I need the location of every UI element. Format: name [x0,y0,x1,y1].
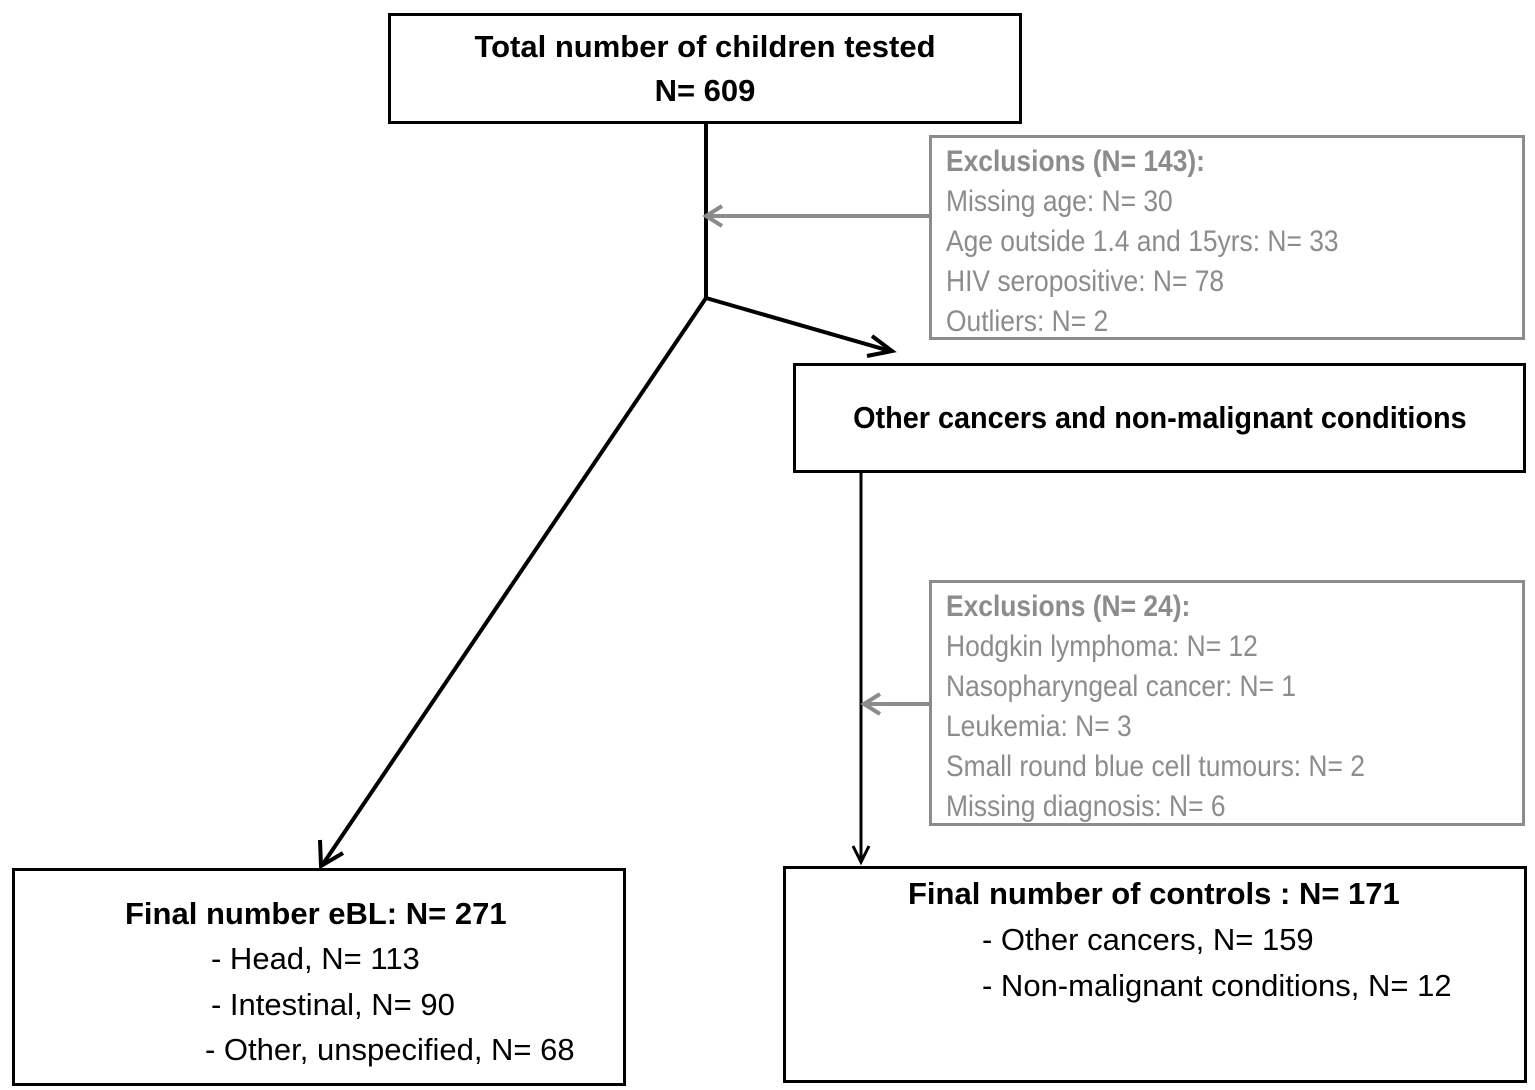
exclusion1-arrow [702,204,929,228]
controls-item: - Other cancers, N= 159 [982,922,1314,957]
controls-heading: Final number of controls : N= 171 [908,871,1400,917]
total-children-box: Total number of children tested N= 609 [388,13,1022,124]
exclusions-box-2: Exclusions (N= 24): Hodgkin lymphoma: N=… [929,580,1525,826]
other-conditions-title: Other cancers and non-malignant conditio… [852,400,1467,435]
exclusions1-title: Exclusions (N= 143): [946,145,1205,178]
exclusions2-item: Small round blue cell tumours: N= 2 [946,750,1365,783]
exclusions1-item: HIV seropositive: N= 78 [946,265,1225,298]
exclusions1-item: Missing age: N= 30 [946,185,1173,218]
exclusions-box-1: Exclusions (N= 143): Missing age: N= 30 … [929,135,1525,340]
exclusions2-item: Missing diagnosis: N= 6 [946,790,1226,823]
exclusions2-item: Nasopharyngeal cancer: N= 1 [946,670,1297,703]
final-ebl-box: Final number eBL: N= 271 - Head, N= 113 … [12,868,626,1086]
final-controls-box: Final number of controls : N= 171 - Othe… [783,866,1527,1083]
total-title: Total number of children tested [474,28,936,64]
controls-count: N= 171 [1298,876,1400,911]
controls-item: - Non-malignant conditions, N= 12 [982,968,1452,1003]
controls-title: Final number of controls : [908,876,1299,911]
exclusions2-item: Leukemia: N= 3 [946,710,1132,743]
arrow-to-ebl [318,296,708,870]
exclusions2-item: Hodgkin lymphoma: N= 12 [946,630,1258,663]
arrow-to-other-conditions [705,296,897,358]
ebl-item: - Intestinal, N= 90 [211,987,455,1022]
ebl-heading: Final number eBL: N= 271 [125,891,507,936]
ebl-item: - Other, unspecified, N= 68 [205,1032,575,1067]
exclusions2-title: Exclusions (N= 24): [946,590,1191,623]
exclusions1-item: Outliers: N= 2 [946,305,1109,338]
ebl-item: - Head, N= 113 [211,941,420,976]
ebl-title: Final number eBL: [125,896,406,931]
ebl-count: N= 271 [405,896,507,931]
total-count: N= 609 [654,72,756,108]
arrow-to-controls [851,473,871,866]
exclusions1-item: Age outside 1.4 and 15yrs: N= 33 [946,225,1339,258]
exclusion2-arrow [860,692,929,716]
other-conditions-box: Other cancers and non-malignant conditio… [793,363,1526,473]
